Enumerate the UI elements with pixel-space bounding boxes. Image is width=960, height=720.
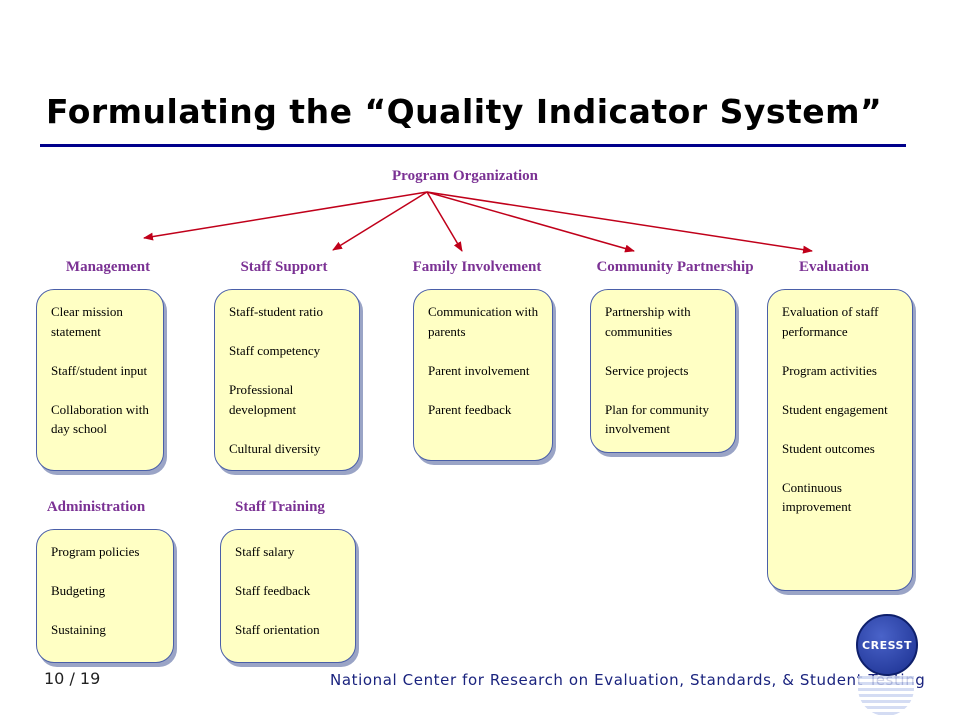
footer-organization: National Center for Research on Evaluati…: [330, 671, 926, 689]
category-label-management: Management: [65, 259, 151, 275]
box-item: Sustaining: [51, 622, 106, 637]
category-label-staff-training: Staff Training: [235, 499, 325, 515]
category-box-family-involvement: Communication with parents Parent involv…: [413, 289, 553, 461]
box-item: Clear mission statement: [51, 304, 123, 339]
box-item: Service projects: [605, 362, 689, 378]
category-box-management: Clear mission statement Staff/student in…: [36, 289, 164, 471]
page-title: Formulating the “Quality Indicator Syste…: [46, 92, 883, 131]
box-item: Continuous improvement: [782, 479, 852, 515]
page-number: 10 / 19: [44, 669, 101, 688]
category-box-staff-training: Staff salary Staff feedback Staff orient…: [220, 529, 356, 663]
arrow-evaluation: [426, 191, 813, 254]
arrow-management: [143, 191, 428, 241]
box-item: Staff orientation: [235, 622, 320, 637]
category-label-family-involvement: Family Involvement: [412, 259, 542, 275]
arrow-family-involvement: [426, 191, 463, 252]
box-item: Budgeting: [51, 583, 106, 598]
box-item: Cultural diversity: [229, 440, 321, 456]
box-item: Partnership with communities: [605, 304, 691, 339]
root-node-label: Program Organization: [392, 168, 538, 184]
category-label-staff-support: Staff Support: [240, 259, 328, 275]
cresst-logo-emblem: CRESST: [856, 614, 918, 676]
box-item: Program policies: [51, 544, 140, 559]
box-item: Communication with parents: [428, 304, 539, 339]
title-underline: [40, 144, 906, 147]
box-item: Staff-student ratio: [229, 304, 323, 319]
box-item: Collaboration with day school: [51, 401, 149, 437]
box-item: Plan for community involvement: [605, 401, 709, 437]
arrow-staff-support: [332, 191, 428, 251]
cresst-logo-text: CRESST: [862, 638, 912, 652]
box-item: Student outcomes: [782, 440, 875, 456]
cresst-logo-reflection: [858, 676, 914, 716]
box-item: Parent feedback: [428, 401, 512, 417]
box-item: Evaluation of staff performance: [782, 304, 879, 339]
category-label-administration: Administration: [46, 499, 146, 515]
box-item: Staff competency: [229, 343, 321, 358]
box-item: Parent involvement: [428, 362, 530, 378]
box-item: Staff feedback: [235, 583, 311, 598]
box-item: Staff salary: [235, 544, 295, 559]
arrow-community-partnership: [426, 191, 635, 253]
box-item: Student engagement: [782, 401, 888, 417]
category-box-administration: Program policies Budgeting Sustaining: [36, 529, 174, 663]
category-label-community-partnership: Community Partnership: [596, 259, 754, 275]
category-box-community-partnership: Partnership with communities Service pro…: [590, 289, 736, 453]
cresst-logo: CRESST: [852, 614, 918, 720]
category-box-staff-support: Staff-student ratio Staff competency Pro…: [214, 289, 360, 471]
box-item: Professional development: [229, 382, 297, 417]
category-box-evaluation: Evaluation of staff performance Program …: [767, 289, 913, 591]
category-label-evaluation: Evaluation: [798, 259, 870, 275]
box-item: Staff/student input: [51, 362, 148, 378]
box-item: Program activities: [782, 362, 877, 378]
